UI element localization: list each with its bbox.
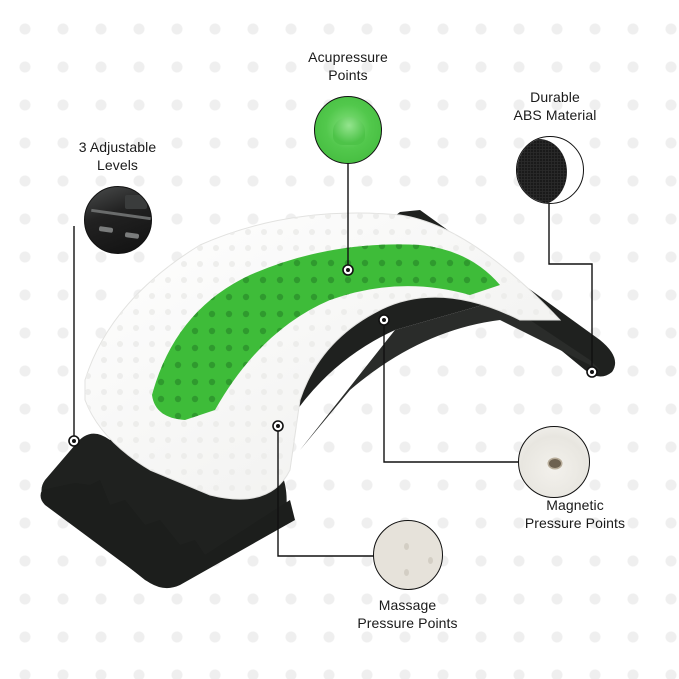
label-line: Levels — [96, 157, 139, 173]
label-line: Pressure Points — [357, 615, 458, 631]
magnet-stud-icon — [518, 426, 590, 498]
stretcher-base — [41, 210, 616, 587]
label-line: 3 Adjustable — [78, 139, 157, 155]
label-line: Points — [328, 67, 368, 83]
green-acupressure-node-icon — [314, 96, 382, 164]
callout-abs-label: Durable ABS Material — [490, 88, 620, 124]
callout-massage-label: Massage Pressure Points — [335, 596, 480, 632]
label-line: Massage — [378, 597, 437, 613]
label-line: Acupressure — [308, 49, 388, 65]
adjustable-base — [40, 480, 295, 589]
label-line: Pressure Points — [524, 515, 626, 531]
callout-magnetic-label: Magnetic Pressure Points — [500, 496, 650, 532]
massage-nubs-icon — [373, 520, 443, 590]
abs-granules-icon — [516, 136, 584, 204]
callout-anchors — [68, 264, 598, 447]
label-line: Magnetic — [546, 497, 604, 513]
adjustable-slots-icon — [84, 186, 152, 254]
callout-acupressure-label: Acupressure Points — [288, 48, 408, 84]
label-line: ABS Material — [513, 107, 597, 123]
callout-lines — [73, 158, 593, 557]
callout-levels-label: 3 Adjustable Levels — [55, 138, 180, 174]
label-line: Durable — [530, 89, 580, 105]
